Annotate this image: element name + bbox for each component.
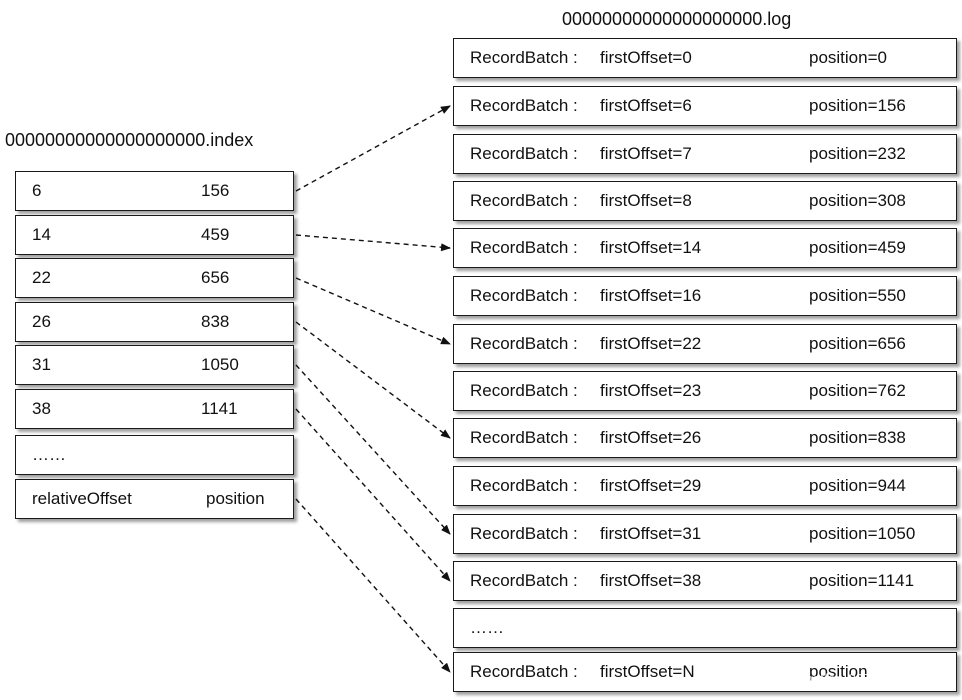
log-record-batch: RecordBatch : firstOffset=22 position=65… xyxy=(453,324,957,364)
index-file-title: 00000000000000000000.index xyxy=(5,130,254,150)
log-record-batch: RecordBatch : firstOffset=31 position=10… xyxy=(453,514,957,554)
index-ellipsis-row: …… xyxy=(15,435,294,475)
log-record-batch: RecordBatch : firstOffset=0 position=0 xyxy=(453,38,957,78)
log-record-batch: RecordBatch : firstOffset=29 position=94… xyxy=(453,466,957,506)
index-position: 1050 xyxy=(201,355,239,374)
ellipsis-label: …… xyxy=(32,445,66,464)
log-record-batch: RecordBatch : firstOffset=14 position=45… xyxy=(453,228,957,268)
relative-offset: 26 xyxy=(32,312,51,331)
log-record-batch: RecordBatch : firstOffset=7 position=232 xyxy=(453,134,957,174)
log-position: position=156 xyxy=(809,96,906,115)
record-batch-label: RecordBatch : xyxy=(470,144,578,163)
first-offset: firstOffset=N xyxy=(600,662,695,681)
record-batch-label: RecordBatch : xyxy=(470,524,578,543)
record-batch-label: RecordBatch : xyxy=(470,571,578,590)
first-offset: firstOffset=16 xyxy=(600,286,702,305)
watermark: https://blog.csdn.net/qq_32727095 xyxy=(707,671,907,686)
record-batch-label: RecordBatch : xyxy=(470,238,578,257)
log-record-batch: RecordBatch : firstOffset=38 position=11… xyxy=(453,561,957,601)
first-offset: firstOffset=7 xyxy=(600,144,692,163)
log-file-title: 00000000000000000000.log xyxy=(562,9,792,29)
log-record-batch: RecordBatch : firstOffset=N position xyxy=(453,652,957,692)
index-to-log-arrow xyxy=(295,105,451,192)
log-position: position=550 xyxy=(809,286,906,305)
log-record-batch: RecordBatch : firstOffset=23 position=76… xyxy=(453,371,957,411)
first-offset: firstOffset=6 xyxy=(600,96,692,115)
relative-offset: 22 xyxy=(32,268,51,287)
first-offset: firstOffset=23 xyxy=(600,381,702,400)
record-batch-label: RecordBatch : xyxy=(470,96,578,115)
record-batch-label: RecordBatch : xyxy=(470,191,578,210)
index-to-log-arrow xyxy=(295,321,451,439)
log-record-batch: RecordBatch : firstOffset=16 position=55… xyxy=(453,276,957,316)
relative-offset: 31 xyxy=(32,355,51,374)
first-offset: firstOffset=31 xyxy=(600,524,702,543)
log-position: position=459 xyxy=(809,238,906,257)
first-offset: firstOffset=29 xyxy=(600,476,702,495)
record-batch-label: RecordBatch : xyxy=(470,662,578,681)
index-position: 459 xyxy=(201,225,230,244)
relative-offset: 6 xyxy=(32,181,42,200)
first-offset: firstOffset=38 xyxy=(600,571,702,590)
index-entry: 26 838 xyxy=(15,302,294,342)
log-position: position=762 xyxy=(809,381,906,400)
log-ellipsis-row: …… xyxy=(453,608,957,648)
first-offset: firstOffset=14 xyxy=(600,238,702,257)
first-offset: firstOffset=0 xyxy=(600,48,692,67)
log-position: position=1050 xyxy=(809,524,916,543)
index-entry: 31 1050 xyxy=(15,345,294,385)
index-to-log-arrow xyxy=(295,234,451,252)
first-offset: firstOffset=8 xyxy=(600,191,692,210)
relative-offset: 14 xyxy=(32,225,51,244)
log-position: position=656 xyxy=(809,334,906,353)
index-to-log-arrow xyxy=(295,408,451,582)
log-position: position=0 xyxy=(809,48,887,67)
index-position: 156 xyxy=(201,181,230,200)
record-batch-label: RecordBatch : xyxy=(470,476,578,495)
log-position: position=838 xyxy=(809,428,906,447)
index-legend-row: relativeOffset position xyxy=(15,479,294,519)
log-position: position=308 xyxy=(809,191,906,210)
log-position: position xyxy=(809,662,868,681)
record-batch-label: RecordBatch : xyxy=(470,428,578,447)
index-position: 1141 xyxy=(201,399,238,418)
index-to-log-arrow xyxy=(295,277,451,345)
relative-offset: 38 xyxy=(32,399,51,418)
index-position: 838 xyxy=(201,312,230,331)
ellipsis-label: …… xyxy=(470,618,504,637)
index-entry: 14 459 xyxy=(15,215,294,255)
index-to-log-arrow xyxy=(295,498,451,673)
record-batch-label: RecordBatch : xyxy=(470,286,578,305)
record-batch-label: RecordBatch : xyxy=(470,381,578,400)
index-entry: 22 656 xyxy=(15,258,294,298)
index-to-log-arrow xyxy=(295,364,451,535)
record-batch-label: RecordBatch : xyxy=(470,48,578,67)
log-position: position=1141 xyxy=(809,571,915,590)
log-position: position=232 xyxy=(809,144,906,163)
log-record-batch: RecordBatch : firstOffset=6 position=156 xyxy=(453,86,957,126)
index-position: 656 xyxy=(201,268,230,287)
log-position: position=944 xyxy=(809,476,906,495)
index-entry: 38 1141 xyxy=(15,389,294,429)
record-batch-label: RecordBatch : xyxy=(470,334,578,353)
index-entry: 6 156 xyxy=(15,171,294,211)
log-record-batch: RecordBatch : firstOffset=8 position=308 xyxy=(453,181,957,221)
first-offset: firstOffset=22 xyxy=(600,334,702,353)
log-record-batch: RecordBatch : firstOffset=26 position=83… xyxy=(453,418,957,458)
first-offset: firstOffset=26 xyxy=(600,428,702,447)
relative-offset-legend: relativeOffset xyxy=(32,489,132,508)
position-legend: position xyxy=(206,489,265,508)
